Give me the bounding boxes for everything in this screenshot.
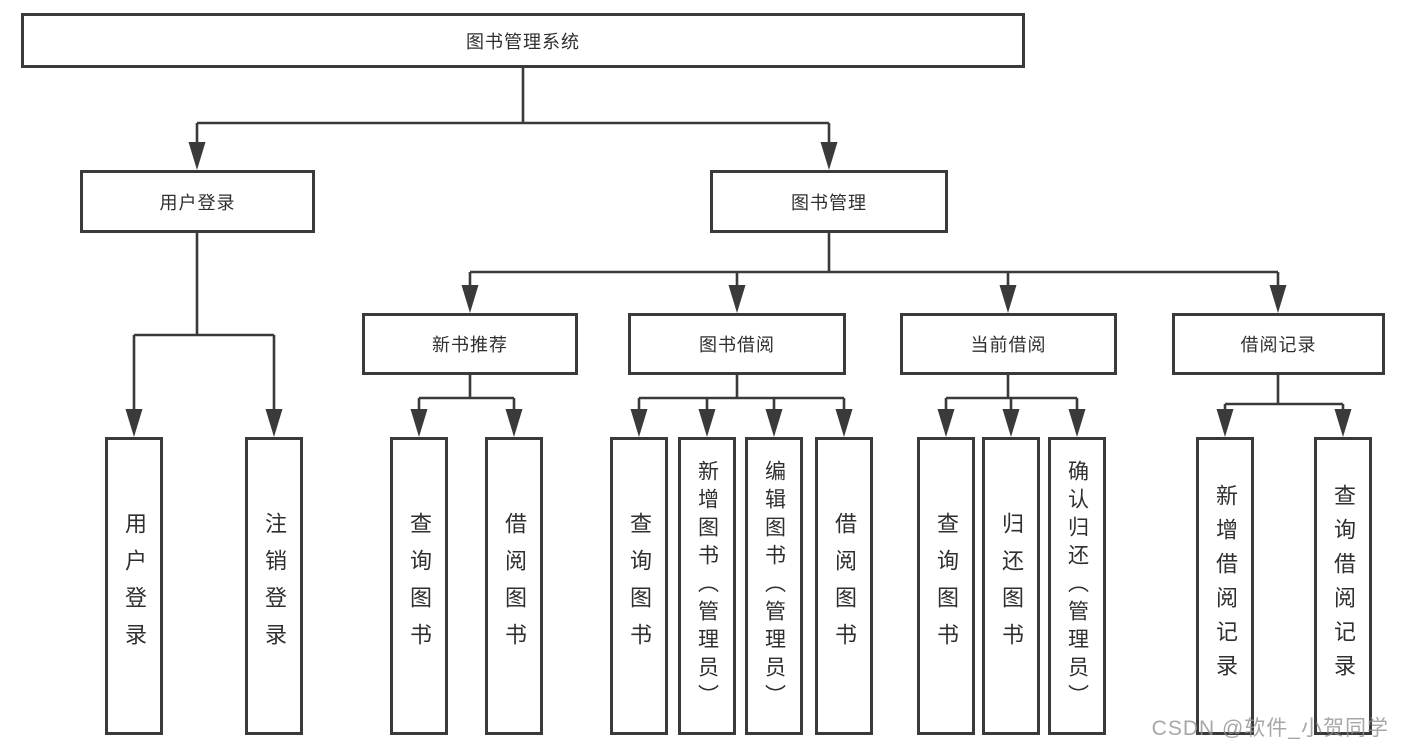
leaf-add-books-admin: 新增图书（管理员） bbox=[678, 437, 736, 735]
node-current-borrowing: 当前借阅 bbox=[900, 313, 1117, 375]
arrow-head bbox=[728, 285, 746, 313]
arrow-head bbox=[265, 409, 283, 437]
arrow-head bbox=[820, 142, 838, 170]
leaf-edit-books-admin: 编辑图书（管理员） bbox=[745, 437, 803, 735]
arrow-head bbox=[698, 409, 716, 437]
node-library-management-system: 图书管理系统 bbox=[21, 13, 1025, 68]
arrow-head bbox=[410, 409, 428, 437]
leaf-query-books-2: 查询图书 bbox=[610, 437, 668, 735]
node-book-management: 图书管理 bbox=[710, 170, 948, 233]
arrow-head bbox=[125, 409, 143, 437]
leaf-query-borrow-record: 查询借阅记录 bbox=[1314, 437, 1372, 735]
arrow-head bbox=[1269, 285, 1287, 313]
arrow-head bbox=[1002, 409, 1020, 437]
arrow-head bbox=[1216, 409, 1234, 437]
leaf-return-books: 归还图书 bbox=[982, 437, 1040, 735]
arrow-head bbox=[999, 285, 1017, 313]
arrow-head bbox=[765, 409, 783, 437]
arrow-head bbox=[630, 409, 648, 437]
arrow-head bbox=[937, 409, 955, 437]
arrow-head bbox=[461, 285, 479, 313]
csdn-watermark: CSDN @软件_小贺同学 bbox=[1151, 717, 1389, 740]
arrow-head bbox=[188, 142, 206, 170]
arrow-head bbox=[1334, 409, 1352, 437]
node-borrowing-records: 借阅记录 bbox=[1172, 313, 1385, 375]
arrow-head bbox=[835, 409, 853, 437]
node-user-login: 用户登录 bbox=[80, 170, 315, 233]
leaf-logout: 注销登录 bbox=[245, 437, 303, 735]
arrow-head bbox=[505, 409, 523, 437]
node-new-book-recommendation: 新书推荐 bbox=[362, 313, 578, 375]
leaf-user-login: 用户登录 bbox=[105, 437, 163, 735]
arrow-head bbox=[1068, 409, 1086, 437]
leaf-query-books: 查询图书 bbox=[390, 437, 448, 735]
leaf-confirm-return-admin: 确认归还（管理员） bbox=[1048, 437, 1106, 735]
leaf-add-borrow-record: 新增借阅记录 bbox=[1196, 437, 1254, 735]
leaf-borrow-books-2: 借阅图书 bbox=[815, 437, 873, 735]
leaf-query-books-3: 查询图书 bbox=[917, 437, 975, 735]
leaf-borrow-books: 借阅图书 bbox=[485, 437, 543, 735]
node-book-borrowing: 图书借阅 bbox=[628, 313, 846, 375]
